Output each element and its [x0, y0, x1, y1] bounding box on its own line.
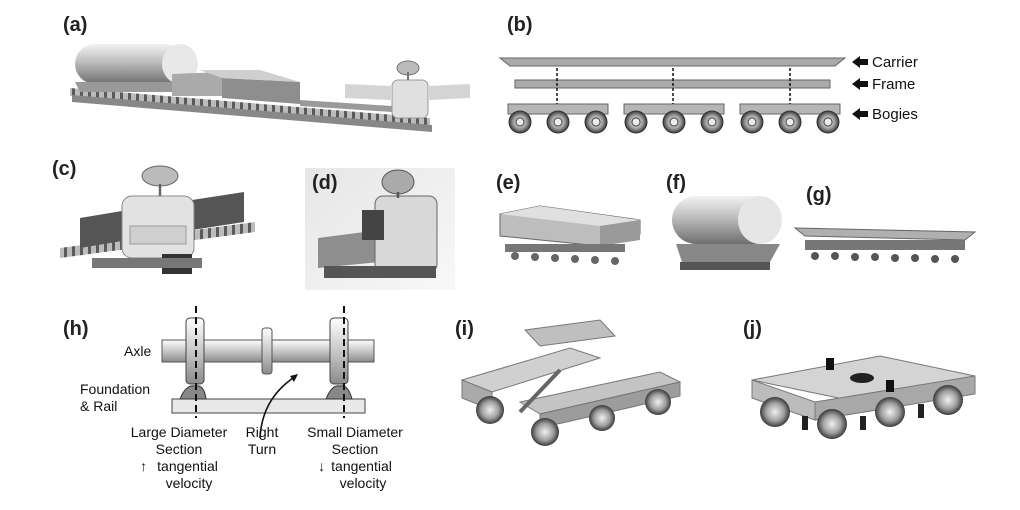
right-turn-arrow: [259, 375, 297, 439]
loco-a: [391, 79, 429, 119]
bogie-wheel-hub: [707, 117, 717, 127]
panel-label-d: (d): [312, 172, 338, 194]
panel-label-e: (e): [496, 172, 521, 194]
carrier-bar: [498, 57, 847, 67]
box-car-a1: [172, 72, 222, 96]
panel-g-flatcar: [793, 227, 977, 263]
large-diameter-line1: Large Diameter: [130, 424, 228, 440]
small-diameter-line1: Small Diameter: [307, 424, 403, 440]
panel-label-c: (c): [52, 158, 77, 180]
solar-wing-left-a: [345, 84, 392, 100]
solar-panel-left-c: [80, 210, 128, 248]
bogie-wheel-hub: [823, 117, 833, 127]
dish-d: [381, 169, 415, 195]
flatcar-deck: [793, 227, 977, 241]
panel-label-h: (h): [63, 318, 89, 340]
axle-label: Axle: [124, 343, 152, 359]
right-turn-line1: Right: [245, 424, 279, 440]
tank-car-a: [75, 44, 185, 84]
carrier-arrow: [852, 56, 868, 68]
track-a: [70, 88, 430, 126]
bogies-arrow: [852, 108, 868, 120]
panel-j-bogie: [751, 355, 976, 439]
cab-d: [374, 195, 438, 273]
solar-panel-right-c: [192, 192, 244, 230]
arrow-down-icon: ↓: [318, 458, 326, 474]
grille-d: [362, 210, 384, 240]
bogie-wheel-hub: [785, 117, 795, 127]
panel-label-f: (f): [666, 172, 686, 194]
panel-label-i: (i): [455, 318, 474, 340]
foundation-label-line1: Foundation: [80, 381, 151, 397]
panel-d-locomotive: [305, 168, 455, 290]
flat-car-a: [300, 100, 392, 112]
small-diameter-line3: ↓tangential: [318, 458, 392, 474]
small-diameter-line4: velocity: [339, 475, 387, 491]
rail-chairs: [179, 385, 353, 400]
right-turn-label: Right Turn: [234, 424, 290, 458]
panel-i-bogie: [460, 319, 682, 446]
panel-b-structure: [498, 56, 868, 134]
small-diameter-line2: Section: [331, 441, 379, 457]
bogie-wheel-hub: [553, 117, 563, 127]
dish-c: [141, 165, 179, 187]
panel-label-j: (j): [743, 318, 762, 340]
panel-label-b: (b): [507, 14, 533, 36]
bogie-wheel-hub: [631, 117, 641, 127]
carrier-label: Carrier: [872, 54, 918, 71]
panel-h-axle-diagram: [161, 306, 375, 439]
bogie-wheel-hub: [747, 117, 757, 127]
panel-f-tankcar: [672, 196, 782, 270]
panel-c-locomotive: [60, 165, 255, 274]
solar-wing-right-a: [428, 84, 470, 100]
large-diameter-line3: ↑tangential: [140, 458, 218, 474]
bogie-wheel-hub: [669, 117, 679, 127]
connector-arrows: [556, 68, 791, 104]
bogie-wheel-hub: [515, 117, 525, 127]
large-diameter-line2: Section: [155, 441, 203, 457]
box-car-a2: [222, 78, 300, 104]
center-collar: [261, 327, 273, 375]
wheel-right: [329, 317, 349, 385]
large-diameter-line4: velocity: [165, 475, 213, 491]
bogies-label: Bogies: [872, 106, 918, 123]
right-turn-line2: Turn: [247, 441, 277, 457]
panel-a-train: [70, 44, 470, 132]
frame-arrow: [852, 78, 868, 90]
foundation-label-line2: & Rail: [80, 398, 118, 414]
frame-label: Frame: [872, 76, 916, 93]
large-diameter-label: Large Diameter Section ↑tangential veloc…: [114, 424, 244, 492]
small-diameter-label: Small Diameter Section ↓tangential veloc…: [292, 424, 418, 492]
arrow-up-icon: ↑: [140, 458, 148, 474]
bogie-wheel-hub: [591, 117, 601, 127]
panel-label-a: (a): [63, 14, 88, 36]
foundation-label: Foundation & Rail: [80, 381, 164, 415]
panel-e-boxcar: [499, 205, 641, 265]
panel-label-g: (g): [806, 184, 832, 206]
